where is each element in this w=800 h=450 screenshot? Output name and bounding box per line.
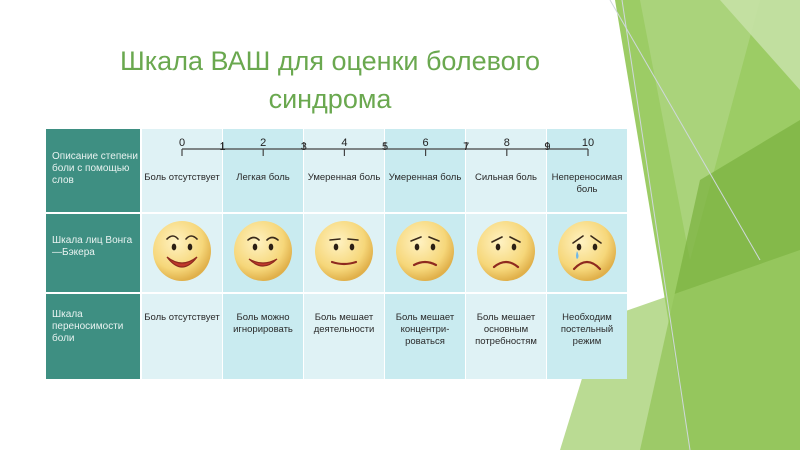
- column-description: Умеренная боль: [307, 172, 381, 183]
- pain-scale-table: Описание степени боли с помощью слов Шка…: [46, 129, 628, 379]
- scale-number-0: 0: [178, 137, 186, 149]
- numeric-scale-line: [181, 142, 589, 156]
- slide-title: Шкала ВАШ для оценки болевого синдрома: [60, 42, 600, 118]
- row-separator: [46, 292, 628, 294]
- column-description: Непереносимая боль: [551, 172, 623, 195]
- row-label-faces: Шкала лиц Вонга—Бэкера: [52, 235, 133, 258]
- scale-number-2: 2: [260, 137, 267, 149]
- worried-face-icon: [393, 219, 457, 288]
- scale-columns: Боль отсутствует Боль отсутствует Легкая…: [142, 129, 628, 379]
- column-tolerance: Боль отсутствует: [144, 312, 220, 323]
- column-tolerance: Боль мешает деятельности: [313, 312, 375, 335]
- neutral-face-icon: [312, 219, 376, 288]
- happy-face-icon: [231, 219, 295, 288]
- column-3: Умеренная боль Боль мешает концентри-ров…: [385, 129, 465, 379]
- column-tolerance: Боль мешает концентри-роваться: [395, 312, 455, 347]
- scale-number-8: 8: [503, 137, 510, 149]
- column-tolerance: Боль мешает основным потребностям: [475, 312, 537, 347]
- title-line-2: синдрома: [268, 84, 392, 114]
- scale-number-10: 10: [581, 137, 595, 149]
- column-tolerance: Необходим постельный режим: [560, 312, 614, 347]
- row-labels-column: Описание степени боли с помощью слов Шка…: [46, 129, 140, 379]
- sad-face-icon: [474, 219, 538, 288]
- column-description: Легкая боль: [236, 172, 290, 183]
- row-label-tolerance: Шкала переносимости боли: [52, 309, 124, 344]
- column-tolerance: Боль можно игнорировать: [233, 312, 293, 335]
- scale-number-6: 6: [422, 137, 429, 149]
- column-description: Умеренная боль: [388, 172, 462, 183]
- very-happy-face-icon: [150, 219, 214, 288]
- scale-number-4: 4: [341, 137, 348, 149]
- column-description: Боль отсутствует: [144, 172, 220, 183]
- scale-number-3: 3: [300, 141, 307, 153]
- row-separator: [46, 212, 628, 214]
- title-line-1: Шкала ВАШ для оценки болевого: [120, 46, 540, 76]
- scale-number-1: 1: [219, 141, 226, 153]
- scale-number-7: 7: [463, 141, 470, 153]
- scale-number-9: 9: [544, 141, 551, 153]
- scale-number-5: 5: [381, 141, 389, 153]
- crying-face-icon: [555, 219, 619, 288]
- row-label-description: Описание степени боли с помощью слов: [52, 151, 138, 186]
- column-description: Сильная боль: [475, 172, 537, 183]
